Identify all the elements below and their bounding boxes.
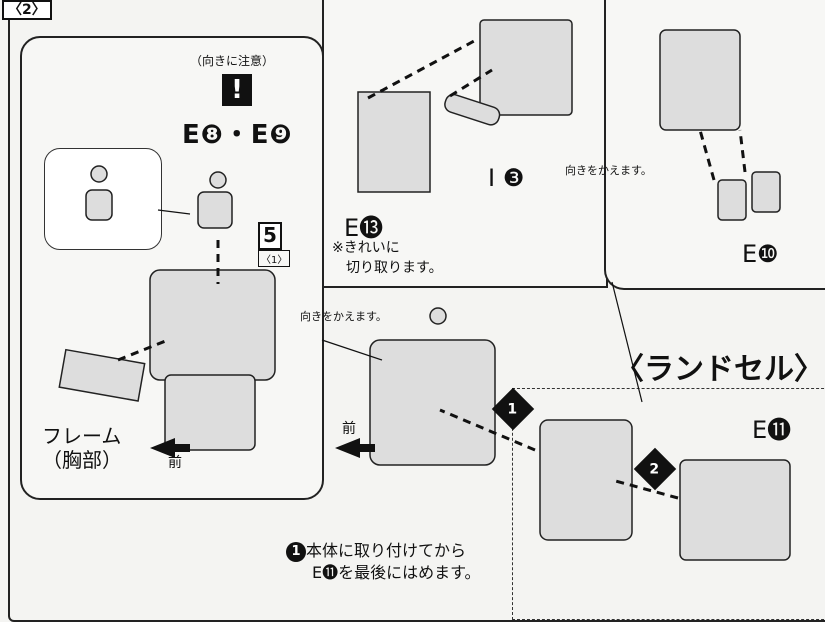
step-ref-sub: 〈1〉: [258, 250, 291, 267]
e10-arrow: [698, 129, 716, 181]
backpack-arrow: [439, 408, 536, 452]
front-label-2: 前: [342, 421, 356, 437]
frame-label-line2: （胸部）: [42, 448, 122, 472]
chest-lower-part: [164, 374, 256, 451]
ball-joint-top: [209, 171, 227, 189]
e10-arrow-2: [738, 129, 747, 173]
e11-arrow: [611, 478, 679, 500]
e10-thruster-part: [717, 179, 747, 221]
chest-frame-part: [149, 269, 276, 381]
order-mark-2-text: 2: [649, 461, 660, 478]
shell-arrow: [367, 38, 477, 100]
part-label-e11: E⓫: [752, 416, 792, 444]
i3-pin-part: [444, 93, 501, 126]
shell-panel-part: [357, 91, 431, 193]
turn-note-2: 向きをかえます。: [565, 164, 652, 177]
order-mark-1-text: 1: [507, 401, 518, 418]
callout-line-2: [611, 281, 643, 403]
joint-zoom-box: [44, 148, 162, 250]
assembly-note-line2: E⓫を最後にはめます。: [312, 563, 481, 582]
zoom-joint-part: [85, 189, 113, 221]
part-label-i3: I ❸: [488, 164, 525, 192]
front-arrow-left: [150, 438, 190, 458]
turn-note: 向きをかえます。: [300, 310, 387, 323]
e10-thruster-part-2: [751, 171, 781, 213]
part-label-e13: E⓭: [344, 214, 384, 242]
step-ref-number: 5: [258, 222, 282, 250]
clean-cut-line1: ※きれいに: [332, 240, 400, 256]
callout-line: [321, 339, 383, 361]
torso-top-ball: [429, 307, 447, 325]
clean-cut-note: ※きれいに 切り取ります。: [332, 238, 443, 278]
assembly-note-line1-text: 本体に取り付けてから: [306, 541, 467, 560]
torso-shell-part: [479, 19, 573, 116]
frame-label-line1: フレーム: [42, 424, 122, 448]
warning-icon: !: [222, 74, 252, 106]
caution-text: （向きに注意）: [190, 54, 275, 68]
torso-assembly-part: [369, 339, 496, 466]
clean-cut-line2: 切り取ります。: [346, 260, 443, 276]
ball-joint-part: [197, 191, 233, 229]
callout-line-3: [157, 209, 191, 215]
backpack-frame-part: [659, 29, 741, 131]
frame-label: フレーム （胸部）: [42, 424, 122, 472]
front-arrow-right: [335, 438, 375, 458]
step-number: 〈2〉: [2, 0, 52, 20]
backpack-title: 〈ランドセル〉: [614, 352, 824, 387]
illustration-layer: [58, 19, 791, 561]
part-label-e10: E❿: [742, 240, 779, 268]
frame-chest-part: [58, 348, 146, 402]
part-label-e8-e9: E❽・E❾: [182, 120, 293, 150]
zoom-joint-top: [90, 165, 108, 183]
backpack-part: [539, 419, 633, 541]
frame-arrow: [117, 338, 169, 362]
order-circle-1: 1: [286, 541, 306, 562]
e11-cover-part: [679, 459, 791, 561]
front-label: 前: [168, 455, 182, 471]
